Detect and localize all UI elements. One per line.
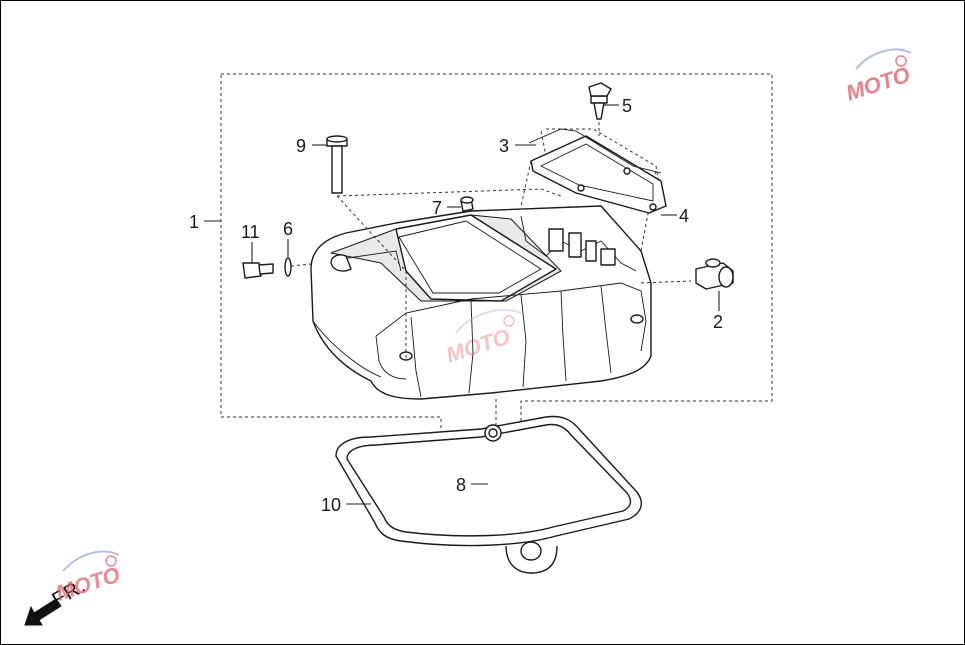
assembly-boundary	[220, 73, 773, 507]
watermark-gear-icon	[105, 555, 117, 567]
washer-part-6	[284, 257, 292, 277]
watermark-text: MOTO	[53, 562, 123, 606]
callout-3: 3	[499, 136, 509, 156]
callout-11: 11	[241, 222, 260, 242]
watermark-swoosh-icon	[855, 48, 912, 70]
callout-9: 9	[296, 136, 306, 156]
callout-4: 4	[679, 206, 689, 226]
watermark-top-right: MOTO	[843, 48, 913, 106]
watermark-gear-icon	[895, 55, 907, 67]
housing-part-1	[310, 205, 652, 400]
cover-plate-part-4	[530, 135, 667, 214]
bolt-part-5	[588, 82, 612, 120]
watermark-swoosh-icon	[455, 308, 522, 334]
callout-8: 8	[456, 475, 466, 495]
watermark-swoosh-icon	[62, 550, 120, 572]
gasket-part-10	[335, 415, 643, 574]
leader-lines	[204, 104, 720, 505]
fitting-part-2	[695, 258, 734, 290]
callout-5: 5	[622, 96, 632, 116]
callout-2: 2	[713, 312, 723, 332]
callout-10: 10	[321, 495, 341, 515]
bolt-part-9	[326, 135, 348, 194]
gasket-part-3	[528, 128, 662, 184]
watermark-text: MOTO	[843, 62, 913, 106]
callout-6: 6	[283, 219, 293, 239]
front-arrow-icon	[24, 598, 62, 626]
plug-part-7	[460, 196, 474, 212]
bolt-part-11	[242, 262, 274, 279]
callout-7: 7	[432, 198, 442, 218]
watermark-gear-icon	[503, 315, 515, 327]
callout-1: 1	[189, 212, 199, 232]
callout-labels: 1 2 3 4 5 6 7 8 9 10 11	[189, 96, 723, 515]
watermark-bottom-left: MOTO	[53, 550, 123, 606]
